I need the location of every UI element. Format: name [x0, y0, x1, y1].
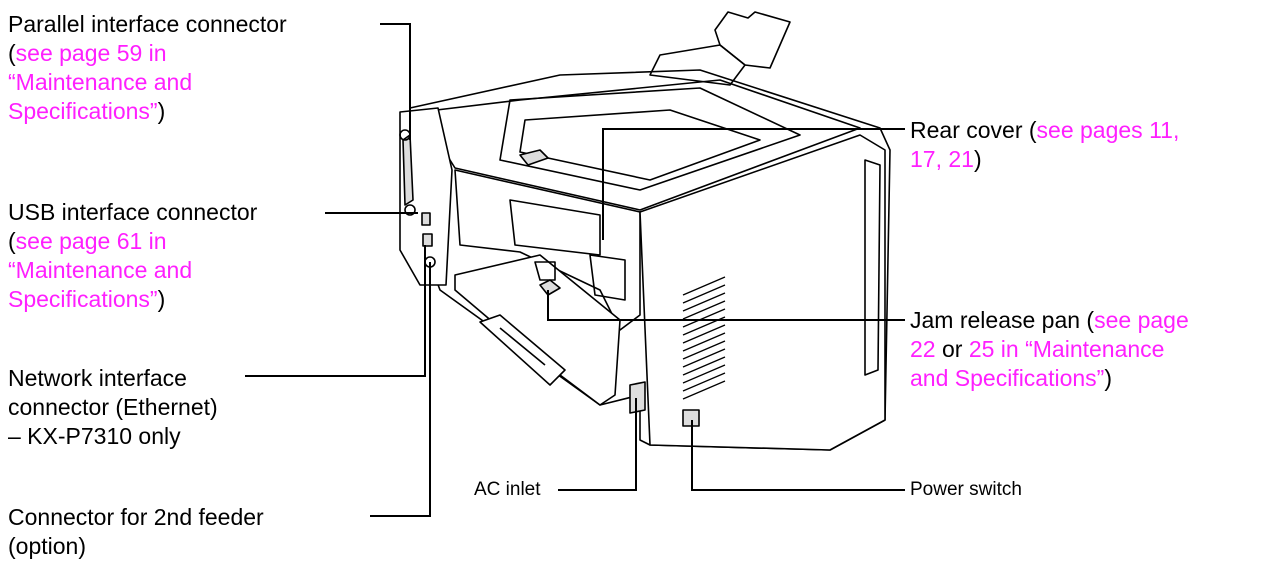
- leader-jam-release: [547, 290, 905, 321]
- jam-release-link4[interactable]: and Specifications”: [910, 365, 1105, 391]
- usb-link-doc[interactable]: “Maintenance and: [8, 257, 193, 283]
- leader-feeder: [370, 262, 431, 517]
- rear-cover-link1[interactable]: see pages 11,: [1036, 117, 1180, 143]
- label-usb: USB interface connector (see page 61 in …: [8, 198, 257, 314]
- printer-illustration: [399, 11, 891, 451]
- feeder-line2: (option): [8, 533, 86, 559]
- jam-release-link1[interactable]: see page: [1094, 307, 1189, 333]
- rear-cover-link2[interactable]: 17, 21: [910, 146, 974, 172]
- parallel-paren-close: ): [157, 98, 166, 124]
- side-plate: [399, 107, 453, 286]
- jam-release-pan: [454, 254, 621, 406]
- jam-release-link3[interactable]: 25 in “Maintenance: [968, 336, 1165, 362]
- usb-link-page[interactable]: see page 61 in: [15, 228, 167, 254]
- paper-tray: [479, 314, 566, 386]
- usb-link-doc2[interactable]: Specifications”: [8, 286, 158, 312]
- jam-release-text: Jam release pan (: [910, 307, 1095, 333]
- jam-release-or: or: [935, 336, 969, 362]
- leader-parallel: [380, 23, 411, 140]
- leader-lines: [245, 23, 905, 517]
- network-line3: – KX-P7310 only: [8, 423, 181, 449]
- label-power-switch: Power switch: [910, 479, 1022, 500]
- parallel-link-doc[interactable]: “Maintenance and: [8, 69, 193, 95]
- parallel-link-doc2[interactable]: Specifications”: [8, 98, 158, 124]
- jam-release-paren-close: ): [1104, 365, 1113, 391]
- label-ac-inlet: AC inlet: [474, 479, 541, 500]
- label-jam-release: Jam release pan (see page 22 or 25 in “M…: [910, 306, 1189, 393]
- usb-paren-close: ): [157, 286, 166, 312]
- label-network: Network interface connector (Ethernet) –…: [8, 364, 218, 451]
- parallel-line1: Parallel interface connector: [8, 11, 287, 37]
- output-tray: [714, 11, 791, 69]
- jam-release-link2[interactable]: 22: [910, 336, 936, 362]
- leader-power-switch: [691, 420, 905, 491]
- usb-paren-open: (: [8, 228, 16, 254]
- network-port: [422, 233, 433, 247]
- feeder-line1: Connector for 2nd feeder: [8, 504, 264, 530]
- right-side-panel: [639, 134, 886, 451]
- network-line2: connector (Ethernet): [8, 394, 218, 420]
- parallel-port: [402, 134, 414, 206]
- rear-cover-paren-close: ): [973, 146, 982, 172]
- leader-network: [245, 245, 426, 377]
- ac-inlet: [629, 381, 646, 414]
- network-line1: Network interface: [8, 365, 187, 391]
- label-feeder: Connector for 2nd feeder (option): [8, 503, 264, 561]
- label-rear-cover: Rear cover (see pages 11, 17, 21): [910, 116, 1179, 174]
- rear-cover-text: Rear cover (: [910, 117, 1037, 143]
- parallel-paren-open: (: [8, 40, 16, 66]
- usb-port: [421, 212, 431, 226]
- label-parallel: Parallel interface connector (see page 5…: [8, 10, 287, 126]
- vent-slots: [682, 276, 726, 400]
- usb-line1: USB interface connector: [8, 199, 258, 225]
- parallel-link-page[interactable]: see page 59 in: [15, 40, 167, 66]
- leader-ac-inlet: [558, 398, 637, 491]
- leader-rear-cover: [602, 128, 905, 240]
